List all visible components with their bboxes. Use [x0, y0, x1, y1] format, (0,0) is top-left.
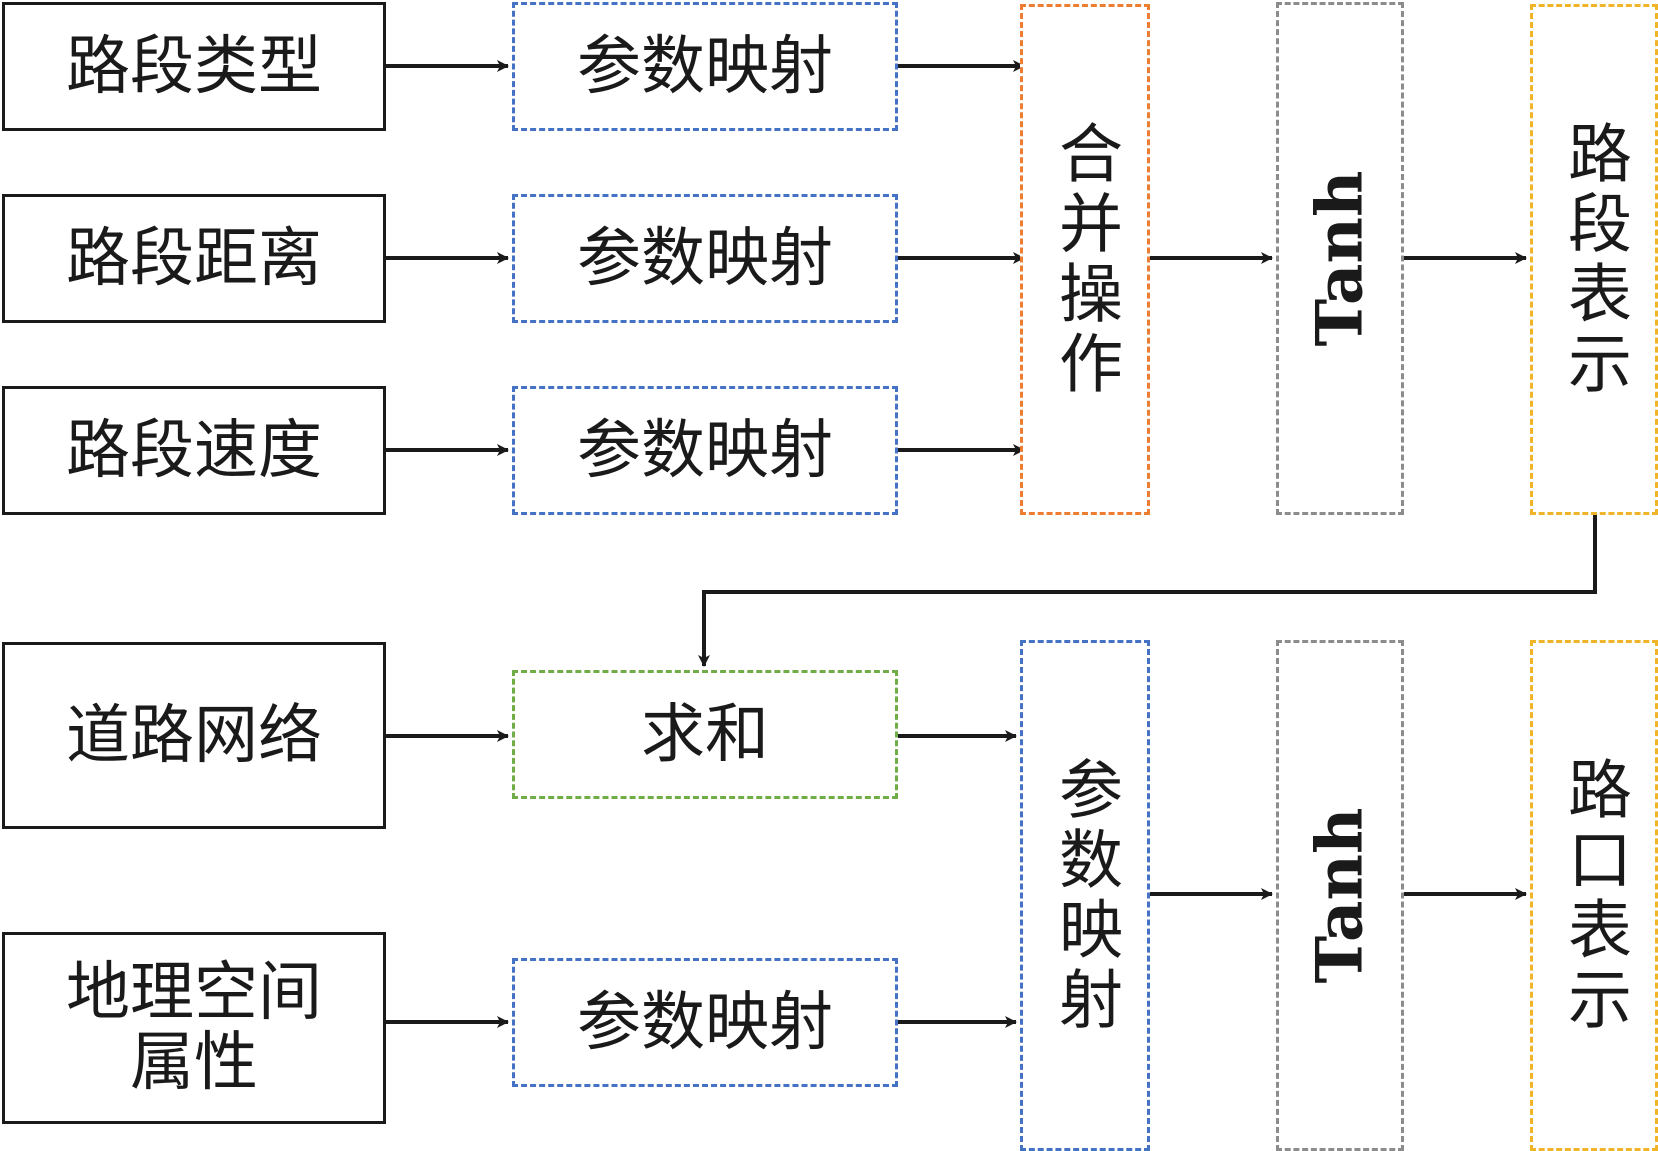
sum-operation: 求和	[512, 670, 898, 799]
param-map-3-label: 参数映射	[577, 413, 833, 488]
param-map-3: 参数映射	[512, 386, 898, 515]
input-road-network-label: 道路网络	[66, 698, 322, 773]
input-segment-distance-label: 路段距离	[66, 221, 322, 296]
intersection-representation: 路口表示	[1530, 640, 1658, 1151]
intersection-representation-label: 路口表示	[1557, 755, 1631, 1036]
input-segment-distance: 路段距离	[2, 194, 386, 323]
tanh-bottom: Tanh	[1276, 640, 1404, 1151]
input-geo-attributes-line2: 属性	[130, 1026, 258, 1100]
input-road-network: 道路网络	[2, 642, 386, 829]
input-segment-type-label: 路段类型	[66, 29, 322, 104]
param-map-vertical-label: 参数映射	[1048, 755, 1122, 1036]
param-map-2: 参数映射	[512, 194, 898, 323]
merge-operation-label: 合并操作	[1048, 119, 1122, 400]
sum-operation-label: 求和	[641, 697, 769, 772]
param-map-vertical: 参数映射	[1020, 640, 1150, 1151]
tanh-bottom-label: Tanh	[1302, 807, 1378, 984]
segment-representation-label: 路段表示	[1557, 119, 1631, 400]
param-map-2-label: 参数映射	[577, 221, 833, 296]
param-map-1: 参数映射	[512, 2, 898, 131]
param-map-4: 参数映射	[512, 958, 898, 1087]
input-segment-speed: 路段速度	[2, 386, 386, 515]
merge-operation: 合并操作	[1020, 4, 1150, 515]
input-segment-type: 路段类型	[2, 2, 386, 131]
input-geo-attributes-line1: 地理空间	[66, 956, 322, 1030]
param-map-4-label: 参数映射	[577, 985, 833, 1060]
arrow-segment-repr-to-sum	[698, 514, 1597, 667]
input-segment-speed-label: 路段速度	[66, 413, 322, 488]
tanh-top-label: Tanh	[1302, 170, 1378, 347]
input-geo-attributes-label: 地理空间 属性	[54, 958, 334, 1098]
input-geo-attributes: 地理空间 属性	[2, 932, 386, 1124]
segment-representation: 路段表示	[1530, 4, 1658, 515]
param-map-1-label: 参数映射	[577, 29, 833, 104]
tanh-top: Tanh	[1276, 2, 1404, 515]
